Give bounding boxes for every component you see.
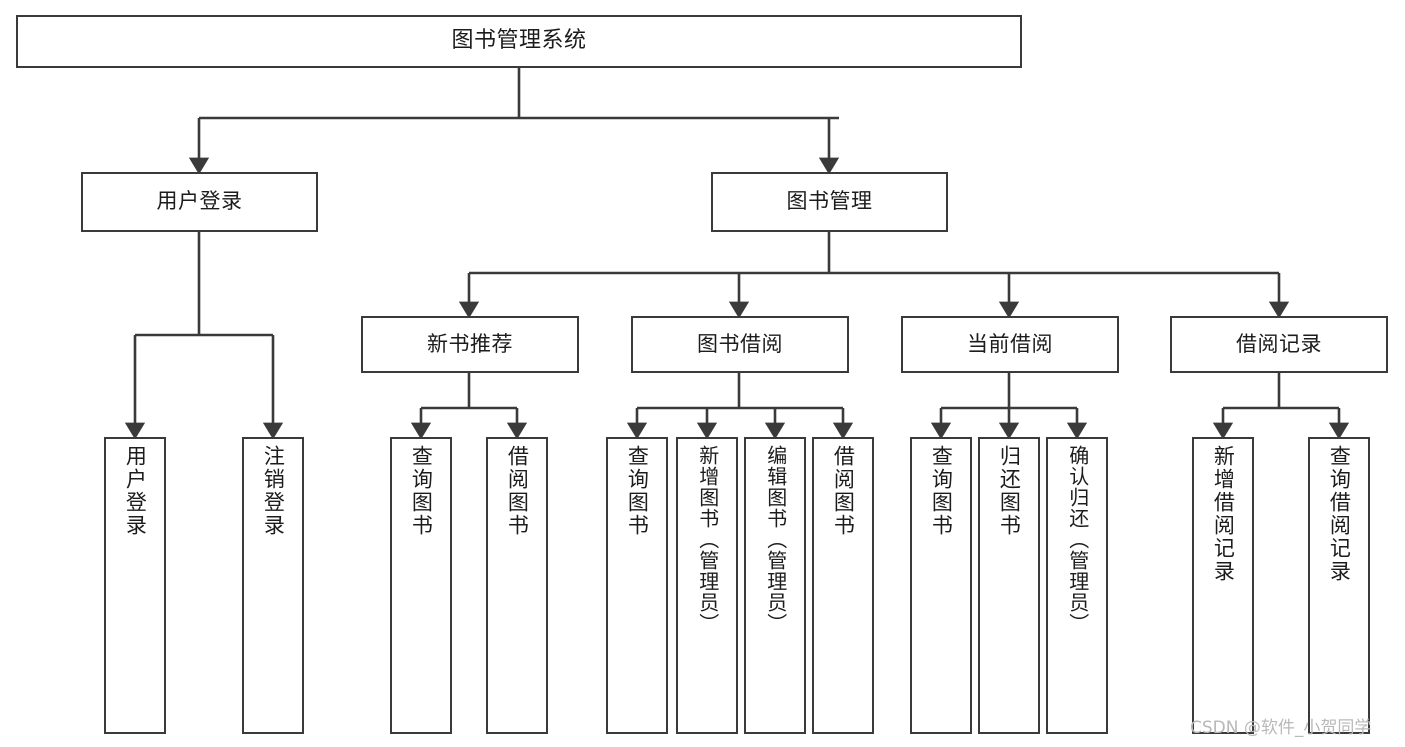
node-label: 图书管理 <box>786 189 873 214</box>
node-label: 借阅图书 <box>831 445 856 537</box>
node-label: 图书管理系统 <box>451 28 587 54</box>
leaf-current-borrow-confirm-return-admin[interactable]: 确认归还（管理员） <box>1046 437 1108 734</box>
leaf-new-book-query-book[interactable]: 查询图书 <box>390 437 452 734</box>
leaf-book-borrow-add-book-admin[interactable]: 新增图书（管理员） <box>676 437 738 734</box>
node-label: 用户登录 <box>156 189 243 214</box>
node-label: 查询图书 <box>625 445 650 537</box>
leaf-new-book-borrow-book[interactable]: 借阅图书 <box>486 437 548 734</box>
leaf-current-borrow-query-book[interactable]: 查询图书 <box>910 437 972 734</box>
node-label: 查询图书 <box>409 445 434 537</box>
node-book-management[interactable]: 图书管理 <box>711 172 948 232</box>
node-root-book-management-system[interactable]: 图书管理系统 <box>16 15 1022 68</box>
leaf-book-borrow-borrow-book[interactable]: 借阅图书 <box>812 437 874 734</box>
leaf-book-borrow-query-book[interactable]: 查询图书 <box>606 437 668 734</box>
leaf-borrow-record-add-record[interactable]: 新增借阅记录 <box>1192 437 1254 734</box>
leaf-user-login-login[interactable]: 用户登录 <box>104 437 166 734</box>
node-label: 确认归还（管理员） <box>1065 445 1090 634</box>
leaf-user-login-logout[interactable]: 注销登录 <box>242 437 304 734</box>
node-book-borrow[interactable]: 图书借阅 <box>631 316 849 373</box>
node-label: 用户登录 <box>123 445 148 537</box>
node-label: 新增借阅记录 <box>1211 445 1236 583</box>
node-label: 新书推荐 <box>427 331 513 356</box>
node-new-book-recommend[interactable]: 新书推荐 <box>361 316 579 373</box>
node-label: 查询借阅记录 <box>1327 445 1352 583</box>
node-label: 借阅图书 <box>505 445 530 537</box>
node-label: 借阅记录 <box>1236 331 1322 356</box>
leaf-book-borrow-edit-book-admin[interactable]: 编辑图书（管理员） <box>744 437 806 734</box>
leaf-current-borrow-return-book[interactable]: 归还图书 <box>978 437 1040 734</box>
node-label: 当前借阅 <box>967 331 1053 356</box>
node-label: 归还图书 <box>997 445 1022 537</box>
node-label: 编辑图书（管理员） <box>763 445 788 634</box>
node-borrow-record[interactable]: 借阅记录 <box>1170 316 1388 373</box>
node-label: 图书借阅 <box>697 331 783 356</box>
leaf-borrow-record-query-record[interactable]: 查询借阅记录 <box>1308 437 1370 734</box>
node-label: 新增图书（管理员） <box>695 445 720 634</box>
node-label: 注销登录 <box>261 445 286 537</box>
node-label: 查询图书 <box>929 445 954 537</box>
node-current-borrow[interactable]: 当前借阅 <box>901 316 1119 373</box>
csdn-watermark: CSDN @软件_小贺同学 <box>1190 718 1372 738</box>
node-user-login[interactable]: 用户登录 <box>81 172 318 232</box>
